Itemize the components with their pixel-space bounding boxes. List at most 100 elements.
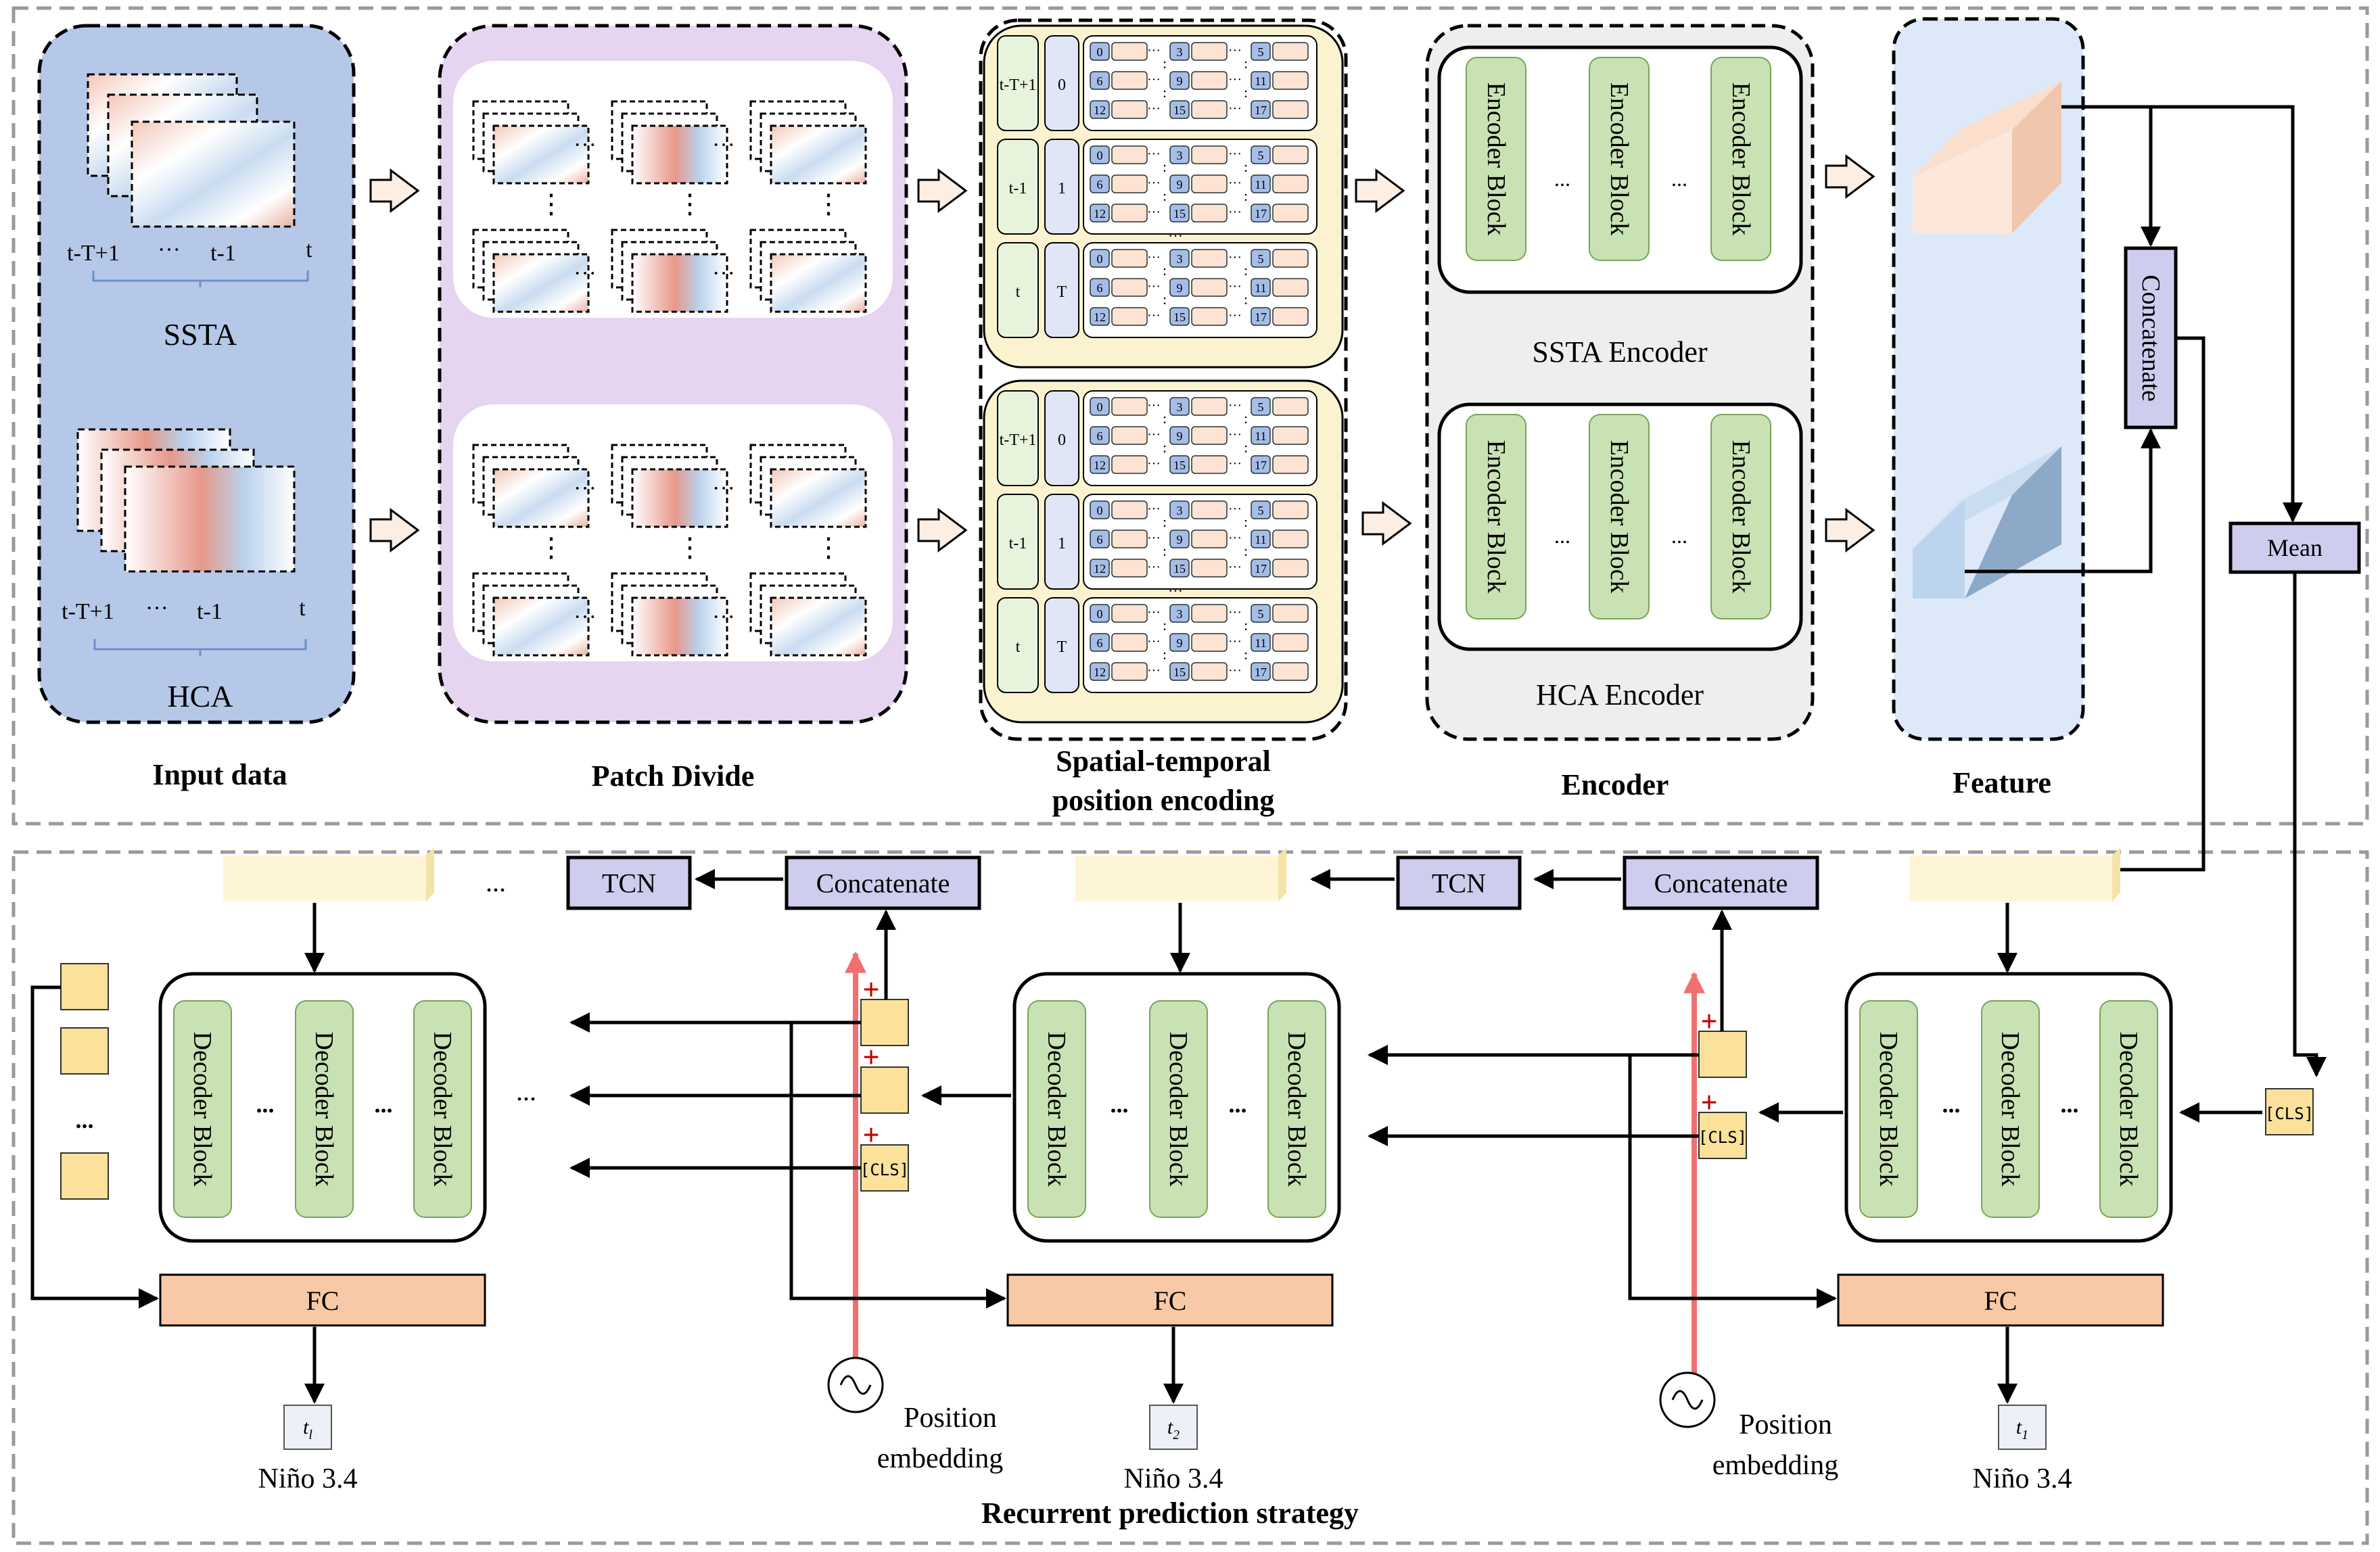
posenc-colon: : [1244,158,1248,175]
concatenate-node-1-label: Concatenate [1654,868,1788,899]
feature-panel [1892,17,2085,741]
decoder-block [2099,1000,2158,1218]
fc-label: FC [1154,1286,1187,1316]
time-label: t [1016,638,1021,656]
patch-index-cell [1090,633,1110,652]
hca-encoder-label: HCA Encoder [1536,678,1704,711]
patch-index-label: 9 [1177,429,1183,443]
encoder-block [1466,414,1526,619]
top-section-frame [11,6,2369,826]
posenc-row-ellipsis: ··· [1168,582,1183,599]
cls-token-2 [860,1144,909,1192]
output-token-2 [1149,1405,1198,1450]
fc-label: FC [1984,1286,2017,1316]
bottom-section-frame [11,850,2369,1545]
patch-index-cell [1169,71,1190,90]
decoder-block-label: Decoder Block [428,1032,457,1187]
posenc-ellipsis: ··· [1228,176,1242,191]
patch-index-cell [1251,204,1271,222]
patch-index-cell [1169,307,1190,326]
patch-ellipsis: ··· [712,133,735,158]
posenc-colon: : [1163,291,1167,308]
patch-index-cell [1169,455,1190,474]
patch-embed-cell [1272,307,1309,326]
hca-time-start: t-T+1 [62,599,114,624]
patch-ellipsis: ··· [712,605,735,630]
mean-node: Mean [2229,521,2361,574]
patch-embed-cell [1191,278,1228,297]
decoder-block [1027,1000,1086,1218]
plus-sign: + [1700,1005,1717,1038]
posenc-ellipsis: ··· [1147,101,1161,116]
ssta-time-ellipsis: ··· [158,237,181,262]
posenc-ellipsis: ··· [1228,427,1242,442]
patch-index-label: 3 [1177,149,1183,162]
patch-index-label: 17 [1255,665,1267,679]
input-data-panel: t-T+1 ··· t-1 t SSTA t-T+1 ··· t-1 t HCA [37,24,356,724]
posenc-row-ellipsis: ··· [1168,227,1183,244]
patch-index-label: 12 [1094,562,1106,575]
posenc-ellipsis: ··· [1228,147,1242,162]
stack-token-2 [60,1027,109,1075]
fc-label: FC [306,1286,340,1316]
posenc-ellipsis: ··· [1147,605,1161,620]
output-subscript: l [308,1428,312,1442]
patch-embed-cell [1272,145,1309,164]
posenc-ellipsis: ··· [1147,43,1161,58]
posenc-colon: : [1244,55,1248,72]
encoder-block [1710,414,1771,619]
time-cell [997,242,1039,338]
posenc-colon: : [1244,646,1248,663]
feature-token-1 [1909,847,2120,901]
posenc-ellipsis: ··· [1228,72,1242,87]
recurrent-caption: Recurrent prediction strategy [981,1497,1359,1530]
concatenate-top-label: Concatenate [2137,275,2165,402]
patch-embed-cell [1191,71,1228,90]
patch-index-label: 6 [1097,429,1103,443]
patch-index-label: 12 [1094,310,1106,324]
nino-label-l: Niño 3.4 [258,1463,358,1495]
position-label-4: embedding [877,1443,1004,1474]
patch-embed-cell [1272,71,1309,90]
index-cell [1044,390,1079,486]
posenc-colon: : [1163,158,1167,175]
patch-index-label: 0 [1097,149,1103,162]
patch-embed-cell [1111,559,1148,578]
patch-index-label: 15 [1173,310,1186,324]
patch-tile [631,124,728,185]
position-label-2: embedding [1712,1450,1839,1481]
patch-index-label: 17 [1255,562,1267,575]
patch-embed-cell [1111,426,1148,445]
patch-ellipsis: ··· [574,476,597,501]
patch-embed-cell [1191,455,1228,474]
patch-embed-cell [1272,500,1309,519]
ssta-map-stack [87,73,296,228]
patch-index-cell [1169,174,1190,193]
patch-index-cell [1251,662,1271,681]
embed-token-2a [860,999,909,1046]
time-cell [997,494,1039,590]
patch-embed-cell [1272,633,1309,652]
posenc-ellipsis: ··· [1147,205,1161,220]
patch-index-cell [1169,42,1190,61]
plus-sign: + [1700,1086,1717,1119]
cls-label: [CLS] [2265,1104,2314,1123]
patch-embed-cell [1272,42,1309,61]
patch-index-cell [1251,174,1271,193]
patch-index-label: 12 [1094,207,1106,220]
patch-embed-cell [1191,145,1228,164]
patch-index-cell [1251,71,1271,90]
posenc-colon: : [1163,55,1167,72]
decoder-block [1981,1000,2040,1218]
posenc-ellipsis: ··· [1228,502,1242,517]
connector-arrow [1628,1053,1837,1309]
patch-embed-cell [1111,500,1148,519]
encoder-block [1466,57,1526,261]
posenc-ellipsis: ··· [1147,634,1161,649]
patch-index-label: 17 [1255,207,1267,220]
posenc-ellipsis: ··· [1228,663,1242,678]
